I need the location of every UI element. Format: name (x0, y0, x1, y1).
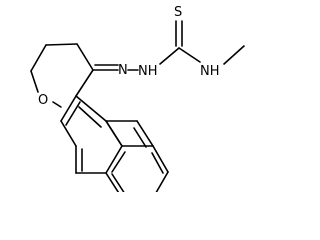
bond-c11-c12-inner (133, 127, 147, 148)
molecule-diagram: S N NH NH O (30, 5, 245, 192)
thiosemicarbazone-chain (92, 20, 245, 71)
bond-c10b-junction (75, 95, 107, 122)
dihydropyran-ring (30, 43, 94, 108)
atom-label-s: S (174, 5, 182, 20)
bond-c3-c4 (30, 44, 47, 72)
bond-c10b-c4a (60, 95, 77, 122)
atom-label-nh-hydrazide: NH (138, 64, 158, 79)
bond-c6a-c7 (105, 172, 120, 192)
bond-c10b-c4a-inner (65, 101, 81, 126)
bond-c-nme (178, 47, 201, 63)
bond-c1-c10b (75, 69, 94, 97)
bond-c10-c9-inner (151, 152, 164, 174)
bond-c9-c8 (155, 171, 169, 192)
atom-label-n1: N (118, 63, 128, 78)
bond-c10a-c6a-inner (111, 151, 126, 173)
naphthalene-rings (60, 95, 169, 192)
bond-n-methyl (223, 45, 245, 65)
bond-c6a-c10a (105, 145, 123, 174)
bond-c10-c9 (152, 145, 169, 173)
atom-label-o: O (38, 93, 48, 108)
bond-n2-c (159, 47, 180, 65)
bond-junction-c10a (105, 120, 123, 147)
bond-c6a-c7-inner (111, 173, 125, 192)
bond-o-c4a (52, 101, 62, 108)
bond-c11-c12 (136, 120, 154, 147)
bond-junction-inner (78, 106, 102, 128)
atom-label-nh-methyl: NH (200, 64, 220, 79)
bond-c4a-c5 (60, 120, 77, 147)
atom-labels: S N NH NH O (38, 5, 220, 108)
bond-c1-c2 (76, 43, 94, 71)
bond-c4-o (30, 70, 39, 93)
bond-c2-c3 (45, 43, 78, 46)
